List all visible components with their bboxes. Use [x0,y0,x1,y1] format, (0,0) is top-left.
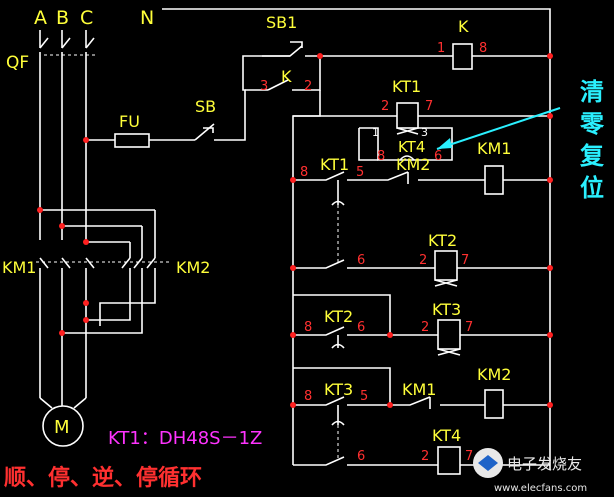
k-contact-label: K [281,67,292,86]
terminal-r1-8: 8 [300,165,308,180]
terminal-k-1: 1 [437,41,445,56]
terminal-kt4-8: 8 [377,149,385,164]
km1-contactor-label: KM1 [2,258,36,277]
phase-a-label: A [34,7,47,29]
phase-c-label: C [80,7,93,29]
breaker-label: QF [6,53,29,73]
k-coil-label: K [458,17,469,36]
callout-char-2: 零 [579,110,605,138]
km2-contactor-label: KM2 [176,258,210,277]
rung-kt2: KT2 6 2 7 [293,205,550,287]
fuse-label: FU [119,112,140,131]
terminal-sb-2: 2 [304,79,312,94]
terminal-kt4-3: 3 [421,126,428,139]
rung-kt3: KT2 KT3 8 6 2 7 [293,294,550,356]
timer-model-note: KT1：DH48S－1Z [108,428,262,449]
fuse-symbol [114,133,150,148]
rung-km1: KT1 8 5 KM2 KM1 [293,139,550,206]
kt3-contact-label: KT3 [324,380,353,399]
kt3-coil-label: KT3 [432,300,461,319]
caption: 顺、停、逆、停循环 [4,465,202,491]
terminal-r5-6: 6 [357,449,365,464]
neutral-line [162,8,551,470]
terminal-r5-2: 2 [421,449,429,464]
terminal-kt1-7: 7 [425,99,433,114]
control-start: SB SB1 K 3 2 K 1 8 [194,13,550,465]
terminal-sb-3: 3 [260,79,268,94]
neutral-label: N [140,7,154,29]
start-button-label: SB1 [266,13,297,32]
kt2-coil-label: KT2 [428,231,457,250]
rung-kt4: KT4 6 2 7 [293,425,550,475]
kt4-coil-label: KT4 [432,426,461,445]
kt2-coil [434,250,458,281]
terminal-k-8: 8 [479,41,487,56]
kt1-coil [396,102,419,129]
phase-b-label: B [56,7,69,29]
kt1-contact-label: KT1 [320,155,349,174]
terminal-r3-8: 8 [304,320,312,335]
watermark-url: www.elecfans.com [494,483,587,494]
kt4-reset-label: KT4 [398,138,425,156]
terminal-r3-6: 6 [357,320,365,335]
km2-coil [484,389,504,419]
terminal-r3-7: 7 [465,320,473,335]
terminal-r1-5: 5 [356,165,364,180]
kt3-coil [437,319,461,350]
terminal-r2-6: 6 [357,253,365,268]
terminal-kt1-2: 2 [381,99,389,114]
motor-symbol [42,405,84,447]
terminal-r3-2: 2 [421,320,429,335]
kt4-coil [437,446,461,475]
terminal-kt4-6: 6 [434,149,442,164]
callout-char-3: 复 [579,142,605,170]
junction-dots [37,53,553,408]
power-circuit: QF FU KM1 KM2 M [2,30,210,447]
switch-label: SB [195,97,216,116]
terminal-r5-7: 7 [465,449,473,464]
k-coil [452,43,473,70]
km2-contact-label: KM2 [396,155,430,174]
km2-coil-label: KM2 [477,365,511,384]
km1-coil-label: KM1 [477,139,511,158]
callout-char-4: 位 [580,174,604,202]
callout-char-1: 清 [580,78,604,106]
reset-circuit: KT1 2 7 1 3 KT4 8 6 [293,77,561,164]
terminal-kt4-1: 1 [372,126,379,139]
watermark-brand: 电子发烧友 [507,455,582,473]
terminal-r4-8: 8 [304,389,312,404]
terminal-r2-2: 2 [419,253,427,268]
terminal-r2-7: 7 [461,253,469,268]
terminal-r4-5: 5 [360,389,368,404]
kt2-contact-label: KT2 [324,307,353,326]
rung-km2: KT3 KM1 KM2 8 5 [293,365,550,426]
watermark: 电子发烧友 www.elecfans.com [473,448,587,494]
switch-actuator [203,127,214,133]
km1-contact-label: KM1 [402,380,436,399]
km1-coil [484,165,504,195]
kt1-coil-label: KT1 [392,77,421,96]
callout-arrow [436,107,561,150]
motor-label: M [54,417,70,438]
